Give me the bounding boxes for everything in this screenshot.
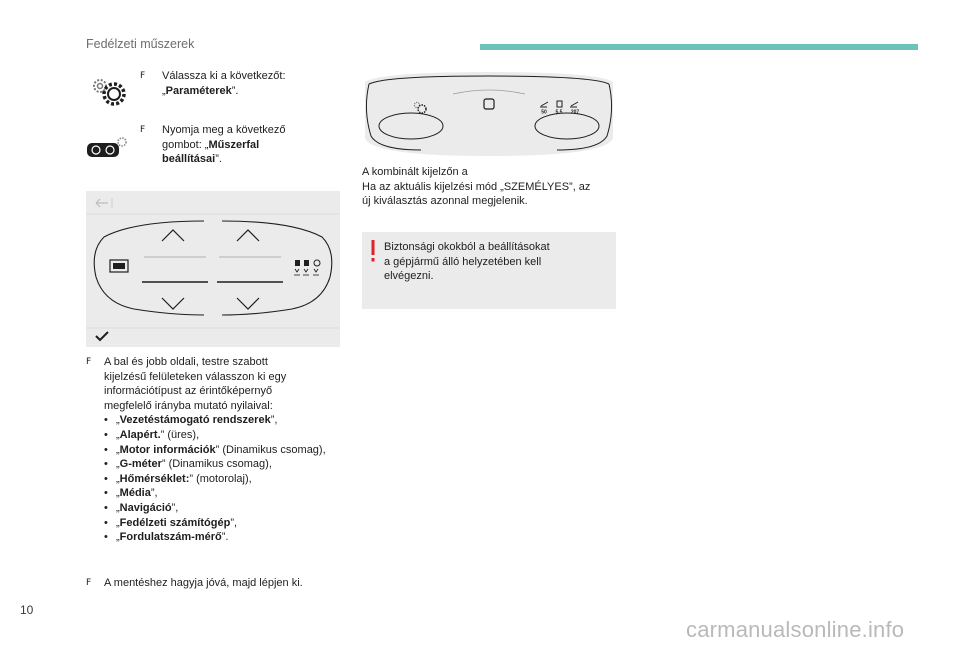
page-number: 10 <box>20 603 34 617</box>
step-bullet-icon: F <box>140 71 146 81</box>
gauges-widget-icon <box>294 259 321 276</box>
section-accent-bar <box>480 44 918 50</box>
cluster-value-speed: 50 <box>541 110 547 116</box>
warning-exclamation-icon <box>371 240 375 262</box>
info-type-list: „Vezetéstámogató rendszerek”, „Alapért.”… <box>104 413 344 544</box>
list-item: „Hőmérséklet:” (motorolaj), <box>104 472 344 487</box>
left-up-arrow-icon <box>161 229 185 242</box>
right-down-arrow-icon <box>236 297 260 310</box>
settings-gears-icon <box>93 79 126 106</box>
cluster-gauge-icons <box>540 100 579 108</box>
touchscreen-settings-panel <box>86 191 340 347</box>
list-item: „Vezetéstámogató rendszerek”, <box>104 413 344 428</box>
list-item: „Média”, <box>104 486 344 501</box>
back-arrow-icon <box>95 198 113 208</box>
step-select-parameters: F Válassza ki a következőt: „Paraméterek… <box>140 70 286 97</box>
cluster-value-consumption: 5.5 <box>556 110 563 116</box>
left-down-arrow-icon <box>161 297 185 310</box>
cluster-gears-icon <box>413 101 427 114</box>
list-item: „Motor információk” (Dinamikus csomag), <box>104 443 344 458</box>
step-press-dashboard-settings: F Nyomja meg a következő gombot: „Műszer… <box>140 124 286 166</box>
cluster-center-square-icon <box>483 98 495 110</box>
safety-warning-box: Biztonsági okokból a beállításokat a gép… <box>362 232 616 309</box>
dashboard-settings-icon <box>87 137 127 157</box>
cluster-caption: A kombinált kijelzőn a Ha az aktuális ki… <box>362 166 591 208</box>
step-bullet-icon: F <box>86 578 92 588</box>
instruction-block: F A bal és jobb oldali, testre szabott k… <box>86 355 344 545</box>
parameters-label: Paraméterek <box>165 84 232 97</box>
section-title: Fedélzeti műszerek <box>86 37 195 51</box>
list-item: „Navigáció”, <box>104 501 344 516</box>
list-item: „Alapért.” (üres), <box>104 428 344 443</box>
right-up-arrow-icon <box>236 229 260 242</box>
list-item: „Fedélzeti számítógép”, <box>104 516 344 531</box>
list-item: „G-méter” (Dinamikus csomag), <box>104 457 344 472</box>
watermark: carmanualsonline.info <box>686 617 905 642</box>
step-bullet-icon: F <box>86 357 92 367</box>
media-widget-icon <box>109 259 129 273</box>
confirm-check-icon <box>95 331 109 342</box>
instrument-cluster-illustration: 50 5.5 207 <box>365 72 613 156</box>
step-bullet-icon: F <box>140 125 146 135</box>
save-instruction: F A mentéshez hagyja jóvá, majd lépjen k… <box>86 577 303 589</box>
cluster-value-range: 207 <box>571 110 580 116</box>
list-item: „Fordulatszám-mérő”. <box>104 530 344 545</box>
